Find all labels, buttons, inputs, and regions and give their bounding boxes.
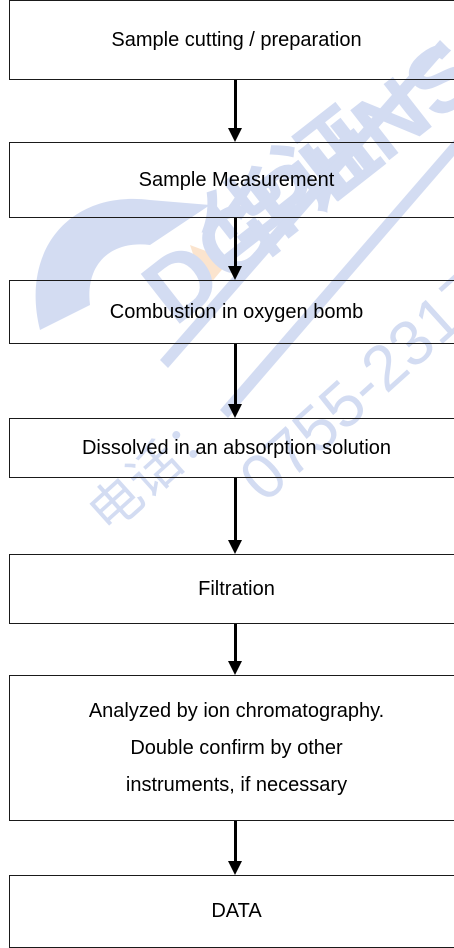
arrow-head-icon [228,540,242,554]
flow-arrow [225,218,245,280]
step-label: Dissolved in an absorption solution [81,436,392,459]
arrow-head-icon [228,266,242,280]
step-label: DATA [211,900,262,922]
step-label: Filtration [198,577,275,600]
step-label-line: Double confirm by other [130,736,343,759]
arrow-head-icon [228,661,242,675]
step-label-line: Analyzed by ion chromatography. [88,699,385,722]
step-dissolved: Dissolved in an absorption solution [9,418,454,478]
step-data: DATA [9,875,454,948]
flow-arrow [225,478,245,554]
arrow-head-icon [228,404,242,418]
flow-arrow [225,344,245,418]
step-filtration: Filtration [9,554,454,624]
arrow-head-icon [228,128,242,142]
flow-arrow [225,624,245,675]
step-label: Sample Measurement [138,168,335,191]
step-analysis: Analyzed by ion chromatography. Double c… [9,675,454,821]
step-sample-measurement: Sample Measurement [9,142,454,218]
flow-arrow [225,821,245,875]
arrow-head-icon [228,861,242,875]
flow-arrow [225,80,245,142]
step-label: Sample cutting / preparation [111,28,362,51]
step-sample-cutting: Sample cutting / preparation [9,0,454,80]
step-label: Combustion in oxygen bomb [109,300,364,323]
step-combustion: Combustion in oxygen bomb [9,280,454,344]
step-label-line: instruments, if necessary [125,773,348,796]
